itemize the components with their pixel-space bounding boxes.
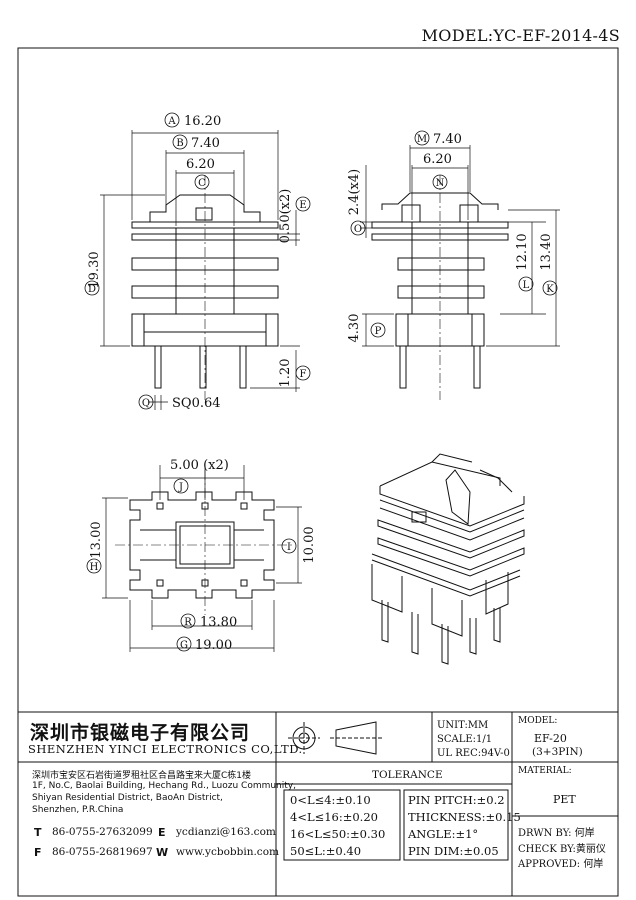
address-cn: 深圳市宝安区石岩街道罗租社区合昌路宝来大厦C栋1楼 — [32, 771, 252, 781]
scale-text: SCALE:1/1 — [437, 734, 493, 745]
label-J: J — [178, 482, 183, 493]
label-R: R — [184, 617, 192, 628]
angle-tolerance: ANGLE:±1° — [408, 827, 479, 841]
bottom-dimension-lines — [102, 465, 302, 652]
model-label: MODEL: — [518, 716, 558, 726]
dim-I-value: 10.00 — [302, 526, 317, 563]
pin-dim-tolerance: PIN DIM:±0.05 — [408, 844, 499, 858]
label-P: P — [375, 326, 382, 337]
label-B: B — [176, 138, 183, 149]
fax-number: 86-0755-26819697 — [52, 846, 153, 858]
tel-label: T — [34, 826, 42, 839]
dim-C-value: 6.20 — [186, 157, 215, 172]
label-K: K — [546, 284, 554, 295]
front-dimension-text: A 16.20 B 7.40 6.20 C D 19.30 0.50(x2) E… — [84, 112, 311, 411]
side-dimension-lines — [360, 145, 560, 347]
model-value: EF-20 — [534, 732, 567, 745]
dim-B-value: 7.40 — [191, 136, 220, 151]
label-G: G — [180, 640, 188, 651]
label-I: I — [287, 542, 291, 553]
dim-F-value: 1.20 — [278, 359, 293, 388]
dim-D-value: 19.30 — [87, 251, 102, 288]
tolerance-title: TOLERANCE — [372, 769, 443, 781]
address-en-1: 1F, No.C, Baolai Building, Hechang Rd., … — [32, 781, 296, 791]
title-block-grid — [17, 711, 619, 897]
dim-G-value: 19.00 — [195, 638, 232, 653]
drawn-by: DRWN BY: 何岸 — [518, 828, 595, 839]
email-label: E — [158, 826, 166, 839]
label-E: E — [299, 200, 306, 211]
bottom-dimension-text: 5.00 (x2) J 13.00 H I 10.00 R 13.80 G 19… — [86, 458, 317, 653]
fax-label: F — [34, 846, 42, 859]
dim-A-value: 16.20 — [184, 114, 221, 129]
checked-by: CHECK BY:黄丽仪 — [518, 844, 606, 855]
tolerance-row-1: 0<L≤4:±0.10 — [290, 793, 371, 807]
tel-number: 86-0755-27632099 — [52, 826, 153, 838]
label-C: C — [198, 178, 206, 189]
company-name-en: SHENZHEN YINCI ELECTRONICS CO,LTD. — [28, 742, 303, 756]
material-value: PET — [553, 793, 576, 806]
label-Q: Q — [142, 398, 150, 409]
ul-rec-text: UL REC:94V-0 — [437, 748, 510, 759]
web-label: W — [156, 846, 169, 859]
tolerance-row-3: 16<L≤50:±0.30 — [290, 827, 386, 841]
dim-K-value: 13.40 — [539, 233, 554, 270]
model-number: MODEL:YC-EF-2014-4S — [421, 26, 620, 45]
model-pins: (3+3PIN) — [532, 746, 583, 758]
unit-text: UNIT:MM — [437, 720, 489, 731]
dim-O-value: 2.4(x4) — [347, 169, 362, 215]
label-D: D — [88, 284, 96, 295]
isometric-view — [371, 453, 525, 665]
label-O: O — [354, 224, 362, 235]
dim-J-value: 5.00 (x2) — [170, 458, 229, 473]
dim-M-value: 7.40 — [433, 132, 462, 147]
thickness-tolerance: THICKNESS:±0.15 — [408, 810, 521, 824]
label-H: H — [90, 562, 99, 573]
dim-N-value: 6.20 — [423, 152, 452, 167]
company-name-cn: 深圳市银磁电子有限公司 — [30, 722, 251, 744]
label-L: L — [523, 280, 530, 291]
dim-P-value: 4.30 — [347, 314, 362, 343]
dim-E-value: 0.50(x2) — [278, 189, 293, 244]
dim-Q-value: SQ0.64 — [172, 396, 221, 411]
dim-L-value: 12.10 — [515, 233, 530, 270]
address-en-2: Shiyan Residential District, BaoAn Distr… — [32, 793, 223, 803]
label-M: M — [417, 134, 427, 145]
label-F: F — [300, 369, 307, 380]
label-N: N — [436, 178, 445, 189]
website-url[interactable]: www.ycbobbin.com — [176, 846, 279, 858]
side-dimension-text: M 7.40 6.20 N 2.4(x4) O 12.10 L 13.40 K … — [347, 130, 558, 343]
address-en-3: Shenzhen, P.R.China — [32, 805, 124, 815]
email-address[interactable]: ycdianzi@163.com — [176, 826, 276, 838]
front-dimension-lines — [100, 130, 300, 410]
tolerance-row-2: 4<L≤16:±0.20 — [290, 810, 378, 824]
pin-pitch-tolerance: PIN PITCH:±0.2 — [408, 793, 505, 807]
label-A: A — [167, 116, 176, 127]
material-label: MATERIAL: — [518, 766, 572, 776]
tolerance-row-4: 50≤L:±0.40 — [290, 844, 362, 858]
dim-H-value: 13.00 — [89, 521, 104, 558]
approved-by: APPROVED: 何岸 — [518, 859, 604, 870]
dim-R-value: 13.80 — [200, 615, 237, 630]
